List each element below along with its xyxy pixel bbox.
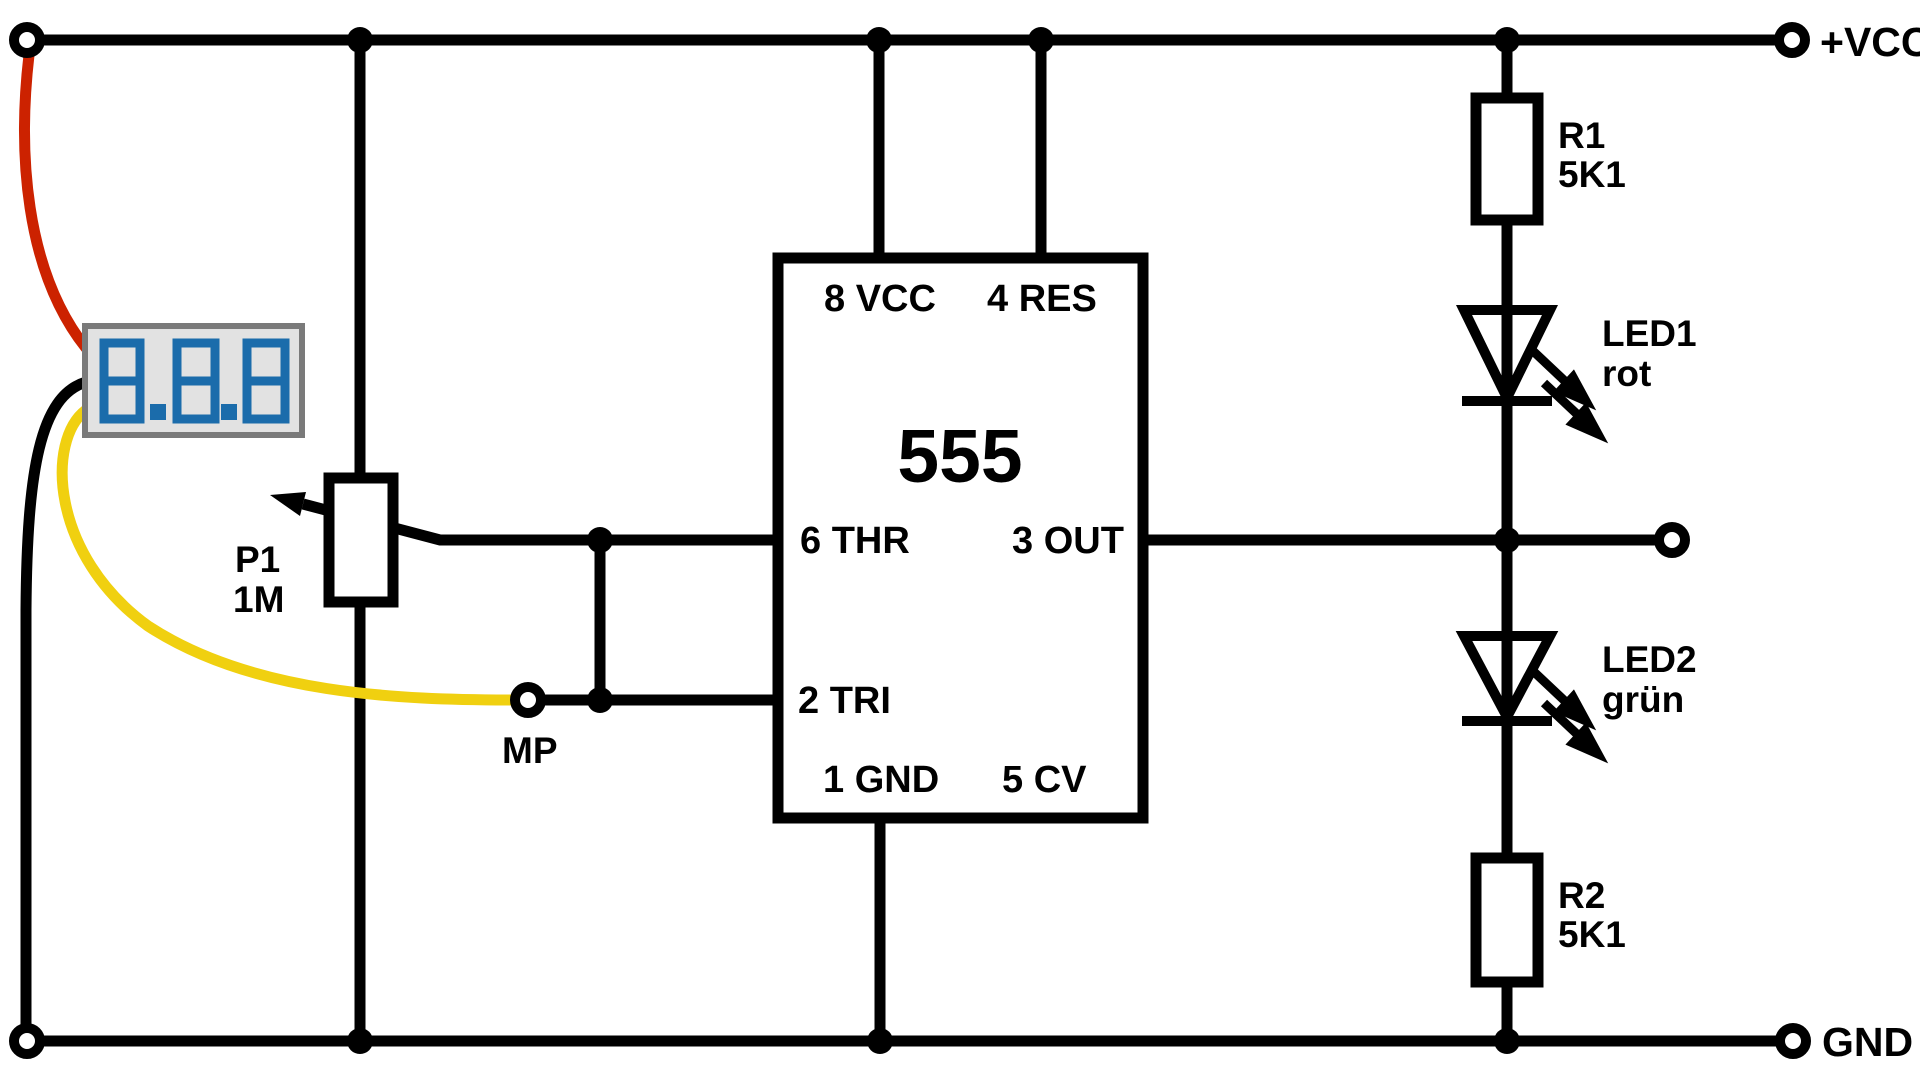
- led2-arrow-1-head: [1553, 689, 1597, 731]
- pin3-label: 3 OUT: [1012, 520, 1124, 562]
- led1-variant: rot: [1602, 353, 1651, 394]
- pin5-label: 5 CV: [1002, 759, 1087, 801]
- led2-ref: LED2: [1602, 639, 1697, 680]
- led2-arrow-1: [1528, 666, 1571, 707]
- seven-segment-display: [82, 323, 305, 438]
- junction-dots: [347, 27, 1520, 1054]
- terminals: [9, 22, 1811, 1059]
- terminal-out: [1654, 522, 1690, 558]
- p1-body: [323, 472, 399, 608]
- led1-emission-arrows: [1528, 346, 1609, 444]
- ic-555: 555 8 VCC 4 RES 6 THR 3 OUT 2 TRI 1 GND …: [772, 252, 1149, 824]
- led1-arrow-2: [1540, 379, 1583, 420]
- junction-dot: [1494, 27, 1520, 53]
- led2: LED2 grün: [1455, 631, 1697, 764]
- junction-dot: [1028, 27, 1054, 53]
- r1-body: [1470, 92, 1544, 226]
- pin1-label: 1 GND: [823, 759, 939, 801]
- ic-name: 555: [897, 414, 1022, 498]
- led2-variant: grün: [1602, 679, 1684, 720]
- r2-body: [1470, 852, 1544, 988]
- terminal-gnd-left: [9, 1023, 45, 1059]
- junction-dot: [347, 27, 373, 53]
- pin8-label: 8 VCC: [824, 278, 936, 320]
- led1-ref: LED1: [1602, 313, 1697, 354]
- display-digits: [99, 338, 290, 424]
- led1-arrow-1-head: [1553, 369, 1597, 411]
- display-lead-black: [20, 376, 92, 1032]
- led1: LED1 rot: [1455, 305, 1697, 444]
- potentiometer-p1: P1 1M: [233, 472, 399, 620]
- led1-arrow-2-head: [1565, 402, 1609, 444]
- resistor-r1: R1 5K1: [1470, 92, 1626, 226]
- r1-value: 5K1: [1558, 154, 1626, 195]
- display-decimal-points: [150, 404, 237, 420]
- junction-dot: [587, 527, 613, 553]
- decimal-point-1: [150, 404, 166, 420]
- led1-triangle: [1455, 305, 1559, 410]
- led1-arrow-1: [1528, 346, 1571, 387]
- junction-dot: [1494, 1028, 1520, 1054]
- r2-value: 5K1: [1558, 914, 1626, 955]
- display-lead-red: [19, 49, 92, 354]
- r2-ref: R2: [1558, 875, 1605, 916]
- gnd-label: GND: [1822, 1019, 1913, 1065]
- led2-triangle: [1455, 631, 1559, 728]
- terminal-vcc-right: [1774, 22, 1810, 58]
- r1-ref: R1: [1558, 115, 1605, 156]
- p1-wiper-arrowhead: [270, 492, 306, 516]
- decimal-point-2: [221, 404, 237, 420]
- ic-pin-labels: 8 VCC 4 RES 6 THR 3 OUT 2 TRI 1 GND 5 CV: [798, 278, 1124, 801]
- pin2-label: 2 TRI: [798, 680, 891, 722]
- pin4-label: 4 RES: [987, 278, 1097, 320]
- p1-ref: P1: [235, 539, 280, 580]
- junction-dot: [347, 1028, 373, 1054]
- junction-dot: [867, 1028, 893, 1054]
- display-lead-yellow: [56, 404, 520, 706]
- junction-dot: [587, 687, 613, 713]
- terminal-vcc-left: [9, 22, 45, 58]
- pin6-label: 6 THR: [800, 520, 910, 562]
- terminal-mp: [510, 682, 546, 718]
- mp-label: MP: [502, 730, 558, 771]
- vcc-label: +VCC: [1820, 19, 1920, 65]
- led2-emission-arrows: [1528, 666, 1609, 764]
- led2-arrow-2: [1540, 699, 1583, 740]
- ic-body: [772, 252, 1149, 824]
- led2-arrow-2-head: [1565, 722, 1609, 764]
- terminal-gnd-right: [1775, 1023, 1811, 1059]
- p1-value: 1M: [233, 579, 284, 620]
- resistor-r2: R2 5K1: [1470, 852, 1626, 988]
- junction-dot: [1494, 527, 1520, 553]
- junction-dot: [866, 27, 892, 53]
